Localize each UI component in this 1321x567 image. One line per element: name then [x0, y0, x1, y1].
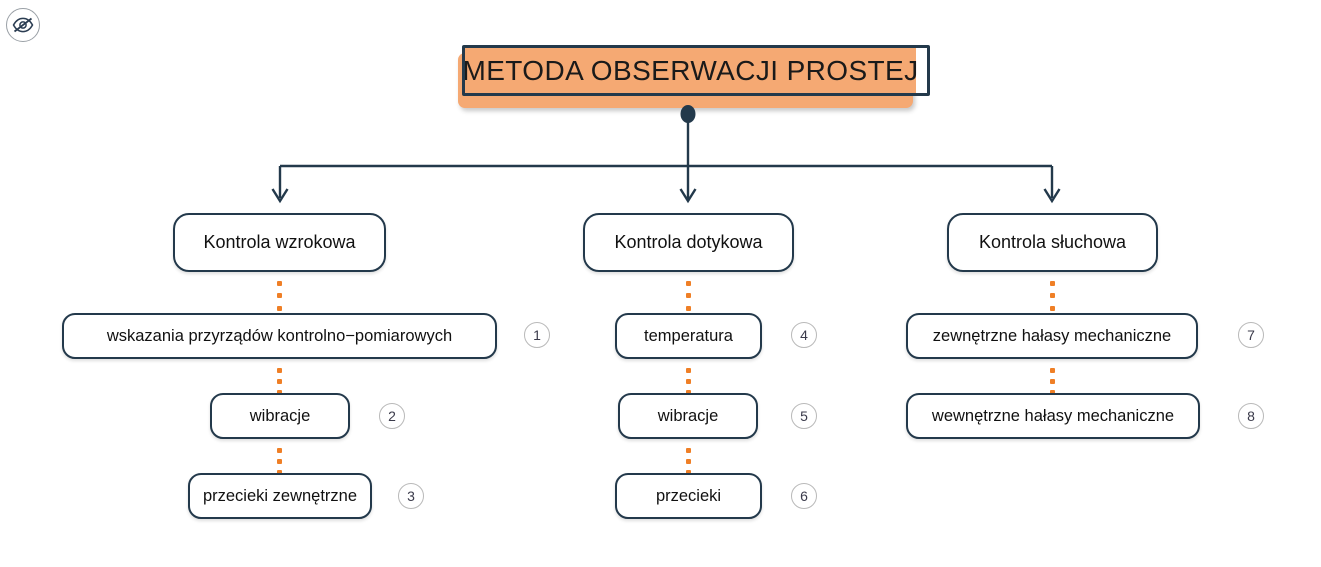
leaf-node-3[interactable]: przecieki zewnętrzne [188, 473, 372, 519]
leaf-node-6[interactable]: przecieki [615, 473, 762, 519]
branch-heading-1[interactable]: Kontrola dotykowa [583, 213, 794, 272]
number-badge-8: 8 [1238, 403, 1264, 429]
number-badge-2: 2 [379, 403, 405, 429]
leaf-node-2[interactable]: wibracje [210, 393, 350, 439]
number-badge-7: 7 [1238, 322, 1264, 348]
number-badge-1: 1 [524, 322, 550, 348]
number-badge-4: 4 [791, 322, 817, 348]
number-badge-6: 6 [791, 483, 817, 509]
eye-slash-glyph [12, 17, 34, 33]
number-badge-5: 5 [791, 403, 817, 429]
eye-slash-icon[interactable] [6, 8, 40, 42]
number-badge-3: 3 [398, 483, 424, 509]
leaf-node-4[interactable]: temperatura [615, 313, 762, 359]
branch-heading-0[interactable]: Kontrola wzrokowa [173, 213, 386, 272]
leaf-node-1[interactable]: wskazania przyrządów kontrolno−pomiarowy… [62, 313, 497, 359]
leaf-node-7[interactable]: zewnętrzne hałasy mechaniczne [906, 313, 1198, 359]
branch-heading-2[interactable]: Kontrola słuchowa [947, 213, 1158, 272]
leaf-node-8[interactable]: wewnętrzne hałasy mechaniczne [906, 393, 1200, 439]
title-box[interactable]: METODA OBSERWACJI PROSTEJ [462, 45, 930, 96]
page-title: METODA OBSERWACJI PROSTEJ [462, 54, 919, 86]
title-fill [465, 48, 916, 93]
leaf-node-5[interactable]: wibracje [618, 393, 758, 439]
